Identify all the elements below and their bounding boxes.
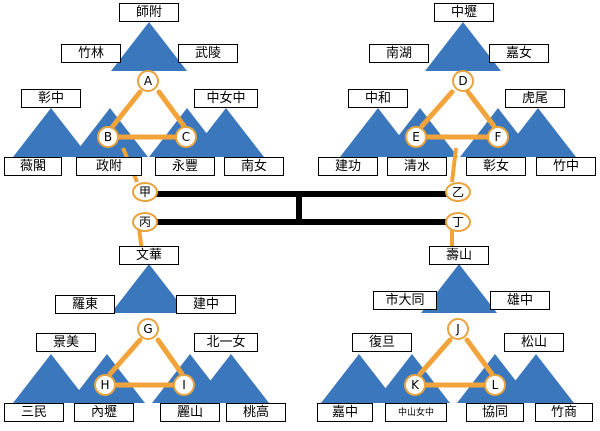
node-d: D: [452, 70, 474, 92]
box-luodong: 羅東: [55, 295, 115, 314]
box-huwei: 虎尾: [505, 89, 565, 108]
box-beiyinv: 北一女: [194, 333, 258, 352]
edge-g-i: [155, 337, 185, 377]
node-jia: 甲: [132, 182, 158, 202]
node-i: I: [173, 374, 195, 396]
box-wuling: 武陵: [178, 44, 238, 63]
box-xietong: 協同: [466, 403, 524, 422]
triangle-taogao: [193, 354, 269, 403]
box-zhongshannv: 中山女中: [385, 403, 447, 422]
node-e: E: [405, 126, 427, 148]
edge-d-f: [465, 89, 497, 129]
box-xiongzhong: 雄中: [490, 291, 550, 310]
edge-a-c: [156, 89, 187, 129]
edge-j-l: [464, 337, 495, 377]
box-wenhua: 文華: [119, 246, 179, 265]
triangle-shoushan: [421, 264, 497, 313]
node-a: A: [137, 70, 159, 92]
edge-g-h: [107, 337, 143, 377]
trunk-lines: [152, 191, 447, 225]
box-zhushang: 竹商: [535, 403, 593, 422]
box-zhangzhong: 彰中: [21, 89, 81, 108]
edge-a-b: [110, 89, 143, 129]
box-zhongnvzhong: 中女中: [194, 89, 258, 108]
box-taogao: 桃高: [226, 403, 286, 422]
box-nanhu: 南湖: [369, 44, 429, 63]
box-zhengfu: 政附: [76, 157, 142, 176]
triangle-zhangzhong: [13, 108, 89, 157]
node-l: L: [484, 374, 506, 396]
box-qingshui: 清水: [387, 157, 447, 176]
triangle-shifu: [111, 22, 187, 71]
node-k: K: [404, 374, 426, 396]
box-lishan: 麗山: [160, 403, 220, 422]
edge-d-e: [419, 89, 455, 129]
triangle-huwei: [500, 108, 576, 157]
box-jianzhong: 建中: [176, 295, 236, 314]
box-neili: 內壢: [74, 403, 134, 422]
box-zhongli: 中壢: [434, 3, 494, 22]
triangle-group-top-right: [340, 22, 576, 157]
box-zhonghe: 中和: [348, 89, 408, 108]
triangle-zhushang: [498, 354, 574, 403]
triangle-fudan: [321, 354, 397, 403]
box-jianv: 嘉女: [489, 44, 549, 63]
node-yi: 乙: [445, 182, 471, 202]
box-jingmei: 景美: [36, 333, 96, 352]
node-c: C: [175, 126, 197, 148]
box-shidatong: 市大同: [373, 291, 437, 310]
node-g: G: [137, 318, 159, 340]
box-jiangong: 建功: [318, 157, 378, 176]
triangle-wenhua: [111, 264, 187, 313]
node-ding: 丁: [445, 212, 471, 232]
triangle-jingmei: [13, 354, 89, 403]
edge-j-k: [417, 337, 453, 377]
triangle-zhongli: [425, 22, 501, 71]
box-zhuzhong: 竹中: [536, 157, 596, 176]
box-shoushan: 壽山: [429, 246, 489, 265]
node-h: H: [94, 374, 116, 396]
box-shifu: 師附: [119, 3, 179, 22]
box-fudan: 復旦: [352, 333, 412, 352]
box-songshan: 松山: [504, 333, 564, 352]
node-b: B: [97, 126, 119, 148]
box-weige: 薇閣: [4, 157, 62, 176]
box-zhulin: 竹林: [61, 44, 121, 63]
box-zhangnv: 彰女: [466, 157, 526, 176]
triangle-zhongnvzhong: [188, 108, 264, 157]
node-bing: 丙: [132, 212, 158, 232]
box-yongfeng: 永豐: [155, 157, 215, 176]
node-f: F: [487, 126, 509, 148]
node-j: J: [447, 318, 469, 340]
box-jiazhong: 嘉中: [317, 403, 373, 422]
box-sanmin: 三民: [4, 403, 64, 422]
box-nannv: 南女: [224, 157, 284, 176]
cluster-edges: [107, 89, 497, 388]
edge-f-yi: [450, 147, 458, 183]
